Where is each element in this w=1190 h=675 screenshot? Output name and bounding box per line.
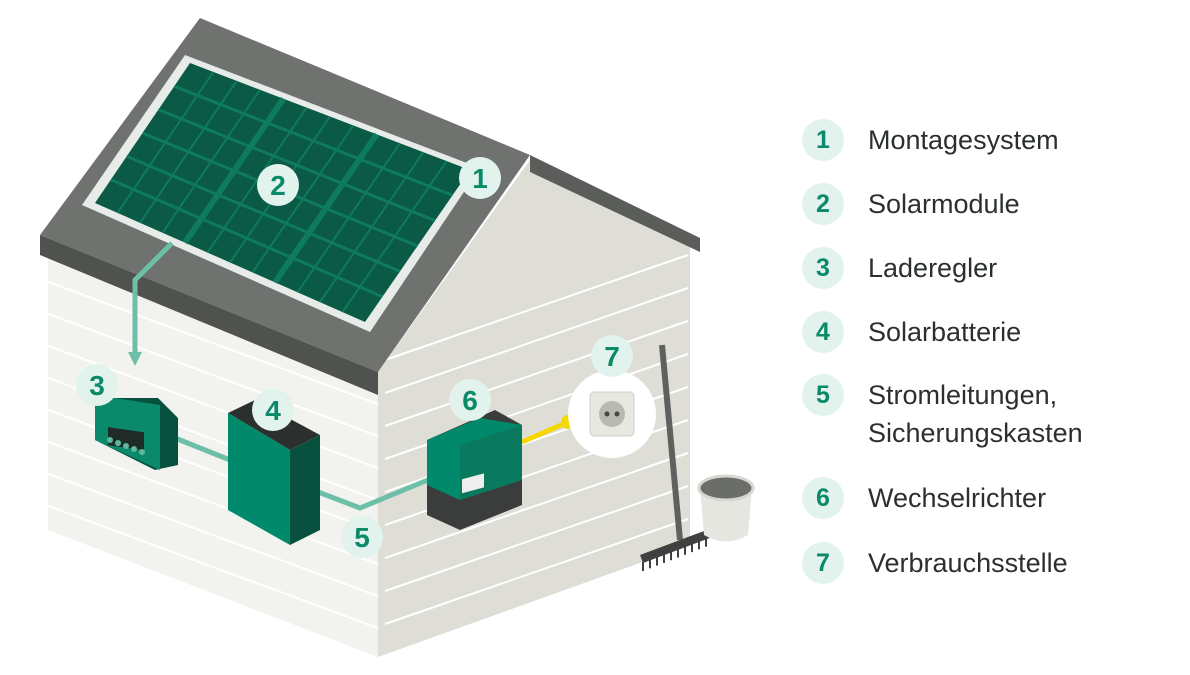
diagram-badge-6: 6 (449, 379, 491, 421)
rake (640, 344, 715, 571)
diagram-badge-2: 2 (257, 164, 299, 206)
legend-label: Montagesystem (868, 125, 1059, 155)
legend-label: Laderegler (868, 253, 998, 283)
legend-item-laderegler: 3 Laderegler (802, 247, 997, 289)
diagram-badge-1: 1 (459, 157, 501, 199)
power-socket (568, 370, 656, 458)
badge-number: 1 (472, 163, 488, 194)
number-badge: 4 (802, 311, 844, 353)
cable-panel-to-controller (132, 241, 174, 360)
legend-item-stromleitungen: 5 Stromleitungen, Sicherungskasten (802, 374, 1083, 452)
legend-item-montagesystem: 1 Montagesystem (802, 119, 1059, 161)
badge-number: 2 (270, 170, 286, 201)
legend-label: Wechselrichter (868, 483, 1047, 513)
legend-item-verbrauchsstelle: 7 Verbrauchsstelle (802, 542, 1068, 584)
badge-number: 6 (462, 385, 478, 416)
legend-item-wechselrichter: 6 Wechselrichter (802, 477, 1046, 519)
gable-eave (530, 155, 700, 252)
number-badge: 7 (802, 542, 844, 584)
number-badge: 3 (802, 247, 844, 289)
bucket (697, 474, 755, 542)
solar-battery (228, 400, 320, 545)
inverter (427, 410, 522, 530)
legend-label: Verbrauchsstelle (868, 548, 1068, 578)
number-badge: 6 (802, 477, 844, 519)
arrow-icon (128, 352, 142, 366)
number-badge: 5 (802, 374, 844, 416)
legend-label: Solarbatterie (868, 317, 1022, 347)
number-badge: 2 (802, 183, 844, 225)
badge-number: 7 (604, 341, 620, 372)
diagram-badge-7: 7 (591, 335, 633, 377)
cable-battery-to-inverter (304, 472, 441, 511)
legend-item-solarmodule: 2 Solarmodule (802, 183, 1020, 225)
badge-number: 5 (354, 522, 370, 553)
legend-item-solarbatterie: 4 Solarbatterie (802, 311, 1021, 353)
badge-number: 3 (89, 370, 105, 401)
number-badge: 1 (802, 119, 844, 161)
legend-label: Stromleitungen, Sicherungskasten (868, 380, 1083, 448)
diagram-badge-4: 4 (252, 389, 294, 431)
badge-number: 4 (265, 395, 281, 426)
cable-inverter-to-socket (521, 419, 569, 445)
roof-edge (40, 235, 378, 395)
diagram-badge-3: 3 (76, 364, 118, 406)
solar-cells (110, 71, 454, 313)
legend-label: Solarmodule (868, 189, 1020, 219)
charge-controller (95, 395, 178, 470)
cable-controller-to-battery (169, 433, 231, 463)
diagram-badge-5: 5 (341, 516, 383, 558)
